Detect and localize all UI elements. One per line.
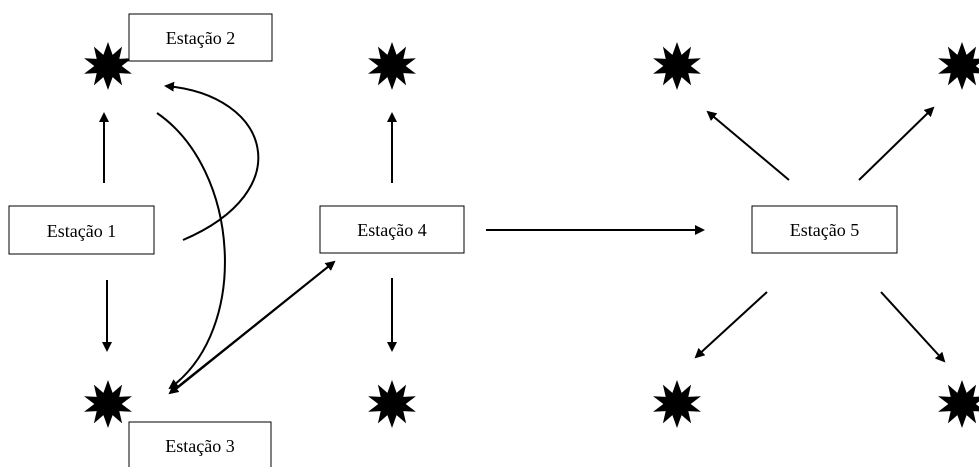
arrow-s5-to-burst-bottom-right: [880, 291, 946, 363]
arrow-s5-to-burst-bottom-left: [694, 291, 768, 359]
station-5-box: [751, 205, 898, 254]
station-1-box: [8, 205, 155, 255]
station-3: Estação 3: [128, 421, 272, 467]
station-4-label: Estação 4: [357, 220, 426, 240]
station-4: Estação 4: [319, 205, 465, 254]
station-1: Estação 1: [8, 205, 155, 255]
arrow-s4-to-s3: [168, 261, 335, 395]
starburst-icon: [653, 42, 701, 90]
station-3-box: [128, 421, 272, 467]
station-5-label: Estação 5: [790, 220, 859, 240]
station-1-label: Estação 1: [47, 221, 116, 241]
arrow-s5-to-burst-top-left: [706, 110, 790, 181]
starburst-icon: [653, 380, 701, 428]
starburst-icon: [938, 380, 979, 428]
station-2-box: [128, 13, 273, 62]
starburst-icon: [938, 42, 979, 90]
station-3-label: Estação 3: [165, 436, 234, 456]
station-5: Estação 5: [751, 205, 898, 254]
starburst-icon: [368, 42, 416, 90]
station-4-box: [319, 205, 465, 254]
arrow-s5-to-burst-top-right: [858, 106, 935, 181]
starburst-icon: [84, 42, 132, 90]
station-2: Estação 2: [128, 13, 273, 62]
curve-s1-to-s2: [164, 81, 260, 241]
edges: [99, 81, 946, 395]
starburst-icon: [368, 380, 416, 428]
starburst-icon: [84, 380, 132, 428]
curve-s2-to-s3: [156, 112, 226, 390]
station-2-label: Estação 2: [166, 28, 235, 48]
